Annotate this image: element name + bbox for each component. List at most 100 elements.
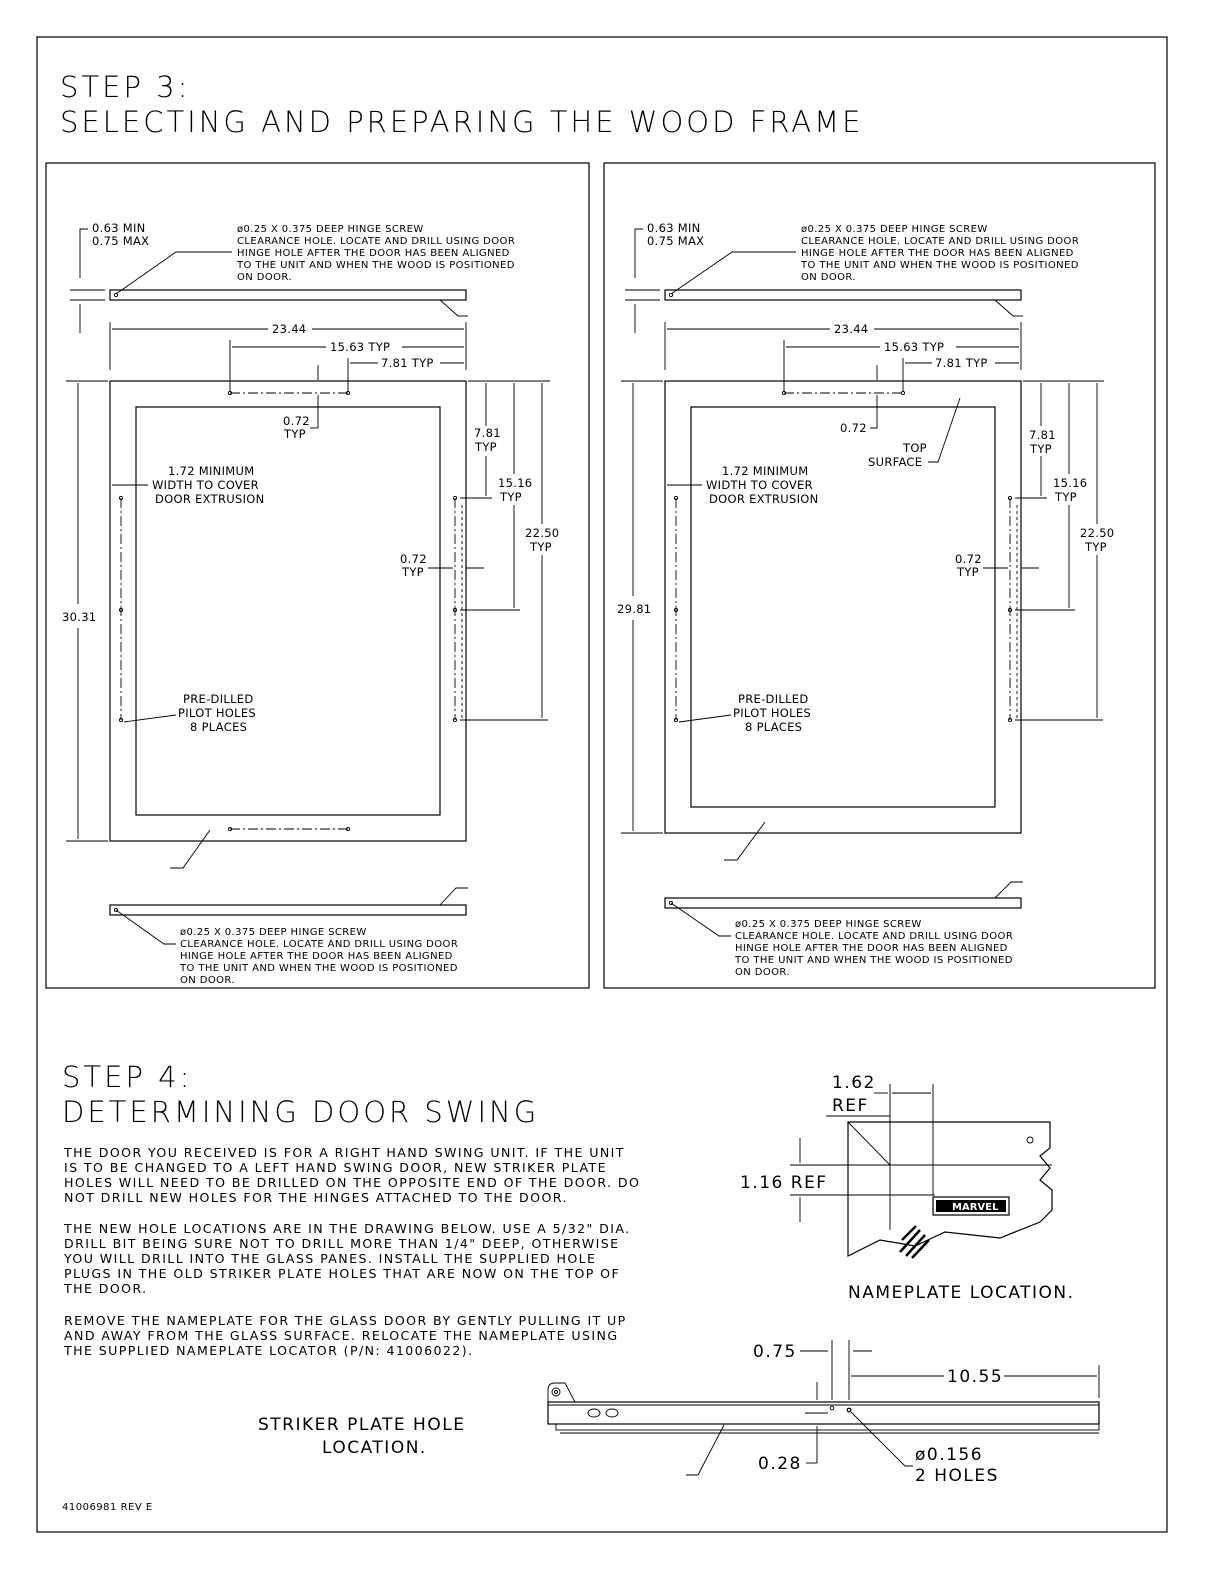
dim-2250: 22.50 <box>525 526 559 540</box>
width-dim: 23.44 <box>272 322 306 336</box>
min-width-note: 1.72 MINIMUM <box>168 464 254 478</box>
step3-title: SELECTING AND PREPARING THE WOOD FRAME <box>60 105 864 139</box>
hinge-note-bottom: ø0.25 X 0.375 DEEP HINGE SCREW CLEARANCE… <box>734 919 1013 978</box>
hole-span-dim: 15.63 TYP <box>330 340 390 354</box>
inset-side-dim: 0.72 <box>955 552 982 566</box>
dim-1516: 15.16 <box>498 476 532 490</box>
panel-border <box>603 162 1156 989</box>
svg-text:HINGE HOLE AFTER THE DOOR HAS: HINGE HOLE AFTER THE DOOR HAS BEEN ALIGN… <box>180 951 453 962</box>
step4-instructions: THE DOOR YOU RECEIVED IS FOR A RIGHT HAN… <box>63 1145 640 1358</box>
svg-text:TYP: TYP <box>1054 490 1077 504</box>
svg-text:HINGE HOLE AFTER THE DOOR HAS: HINGE HOLE AFTER THE DOOR HAS BEEN ALIGN… <box>801 248 1074 259</box>
svg-text:THE NEW HOLE LOCATIONS ARE IN: THE NEW HOLE LOCATIONS ARE IN THE DRAWIN… <box>63 1221 631 1236</box>
svg-text:TYP: TYP <box>401 565 424 579</box>
wood-frame-outer <box>109 380 467 842</box>
svg-text:THE DOOR YOU RECEIVED IS FOR A: THE DOOR YOU RECEIVED IS FOR A RIGHT HAN… <box>63 1145 625 1160</box>
wood-strip-bottom <box>109 904 467 916</box>
svg-text:REMOVE THE NAMEPLATE FOR THE G: REMOVE THE NAMEPLATE FOR THE GLASS DOOR … <box>64 1313 627 1328</box>
hole-offset-dim: 7.81 TYP <box>935 356 988 370</box>
svg-text:CLEARANCE HOLE. LOCATE AND DRI: CLEARANCE HOLE. LOCATE AND DRILL USING D… <box>237 236 515 247</box>
height-dim: 29.81 <box>617 602 651 616</box>
dim-781: 7.81 <box>474 426 501 440</box>
svg-text:HOLES WILL NEED TO BE DRILLED: HOLES WILL NEED TO BE DRILLED ON THE OPP… <box>64 1175 640 1190</box>
nameplate-caption: NAMEPLATE LOCATION. <box>848 1283 1075 1303</box>
svg-text:ø0.25 X 0.375 DEEP HINGE SCREW: ø0.25 X 0.375 DEEP HINGE SCREW <box>801 224 988 235</box>
height-dim: 30.31 <box>62 610 96 624</box>
svg-text:IS TO BE CHANGED TO A LEFT HAN: IS TO BE CHANGED TO A LEFT HAND SWING DO… <box>64 1160 607 1175</box>
svg-text:YOU WILL DRILL INTO THE GLASS: YOU WILL DRILL INTO THE GLASS PANES. INS… <box>63 1251 596 1266</box>
svg-text:CLEARANCE HOLE. LOCATE AND DRI: CLEARANCE HOLE. LOCATE AND DRILL USING D… <box>735 931 1013 942</box>
svg-text:HINGE HOLE AFTER THE DOOR HAS: HINGE HOLE AFTER THE DOOR HAS BEEN ALIGN… <box>237 248 510 259</box>
svg-text:LOCATION.: LOCATION. <box>322 1438 427 1458</box>
svg-text:8 PLACES: 8 PLACES <box>190 720 247 734</box>
svg-text:WIDTH TO COVER: WIDTH TO COVER <box>706 478 813 492</box>
min-width-note: 1.72 MINIMUM <box>722 464 808 478</box>
dim-028: 0.28 <box>758 1454 802 1474</box>
hinge-note-top: ø0.25 X 0.375 DEEP HINGE SCREW CLEARANCE… <box>800 224 1079 283</box>
svg-text:HINGE HOLE AFTER THE DOOR HAS: HINGE HOLE AFTER THE DOOR HAS BEEN ALIGN… <box>735 943 1008 954</box>
pilot-holes-note: PRE-DILLED <box>738 692 809 706</box>
frame-panel-right: 0.63 MIN 0.75 MAX ø0.25 X 0.375 DEEP HIN… <box>603 162 1156 989</box>
pilot-holes-note: PRE-DILLED <box>183 692 254 706</box>
svg-text:TYP: TYP <box>499 490 522 504</box>
wood-frame-inner <box>690 406 996 808</box>
svg-text:TO THE UNIT AND WHEN THE WOOD: TO THE UNIT AND WHEN THE WOOD IS POSITIO… <box>236 260 515 271</box>
svg-text:TYP: TYP <box>283 427 306 441</box>
min-label: 0.63 MIN <box>647 221 701 235</box>
svg-text:ON DOOR.: ON DOOR. <box>735 967 790 978</box>
wood-strip-top <box>664 289 1022 301</box>
svg-text:DOOR EXTRUSION: DOOR EXTRUSION <box>709 492 819 506</box>
svg-text:TYP: TYP <box>474 440 497 454</box>
inset-top-dim: 0.72 <box>283 414 310 428</box>
svg-text:AND AWAY FROM THE GLASS SURFAC: AND AWAY FROM THE GLASS SURFACE. RELOCAT… <box>64 1328 618 1343</box>
max-label: 0.75 MAX <box>92 234 149 248</box>
svg-text:PLUGS IN THE OLD STRIKER PLATE: PLUGS IN THE OLD STRIKER PLATE HOLES THA… <box>64 1266 620 1281</box>
step4-title: DETERMINING DOOR SWING <box>62 1095 539 1129</box>
dim-1516: 15.16 <box>1053 476 1087 490</box>
hinge-note-bottom: ø0.25 X 0.375 DEEP HINGE SCREW CLEARANCE… <box>179 927 458 986</box>
min-label: 0.63 MIN <box>92 221 146 235</box>
svg-text:SURFACE: SURFACE <box>868 455 922 469</box>
inset-top-dim: 0.72 <box>840 421 867 435</box>
wood-frame-outer <box>664 380 1022 834</box>
svg-text:DRILL BIT BEING SURE NOT TO DR: DRILL BIT BEING SURE NOT TO DRILL MORE T… <box>64 1236 619 1251</box>
nameplate-dim-x: 1.62 <box>832 1073 876 1093</box>
dim-781: 7.81 <box>1029 428 1056 442</box>
svg-text:DOOR EXTRUSION: DOOR EXTRUSION <box>155 492 265 506</box>
inset-side-dim: 0.72 <box>400 552 427 566</box>
hole-offset-dim: 7.81 TYP <box>381 356 434 370</box>
hole-count: 2 HOLES <box>915 1466 999 1486</box>
max-label: 0.75 MAX <box>647 234 704 248</box>
hinge-note-top: ø0.25 X 0.375 DEEP HINGE SCREW CLEARANCE… <box>236 224 515 283</box>
svg-text:ø0.25 X 0.375 DEEP HINGE SCREW: ø0.25 X 0.375 DEEP HINGE SCREW <box>735 919 922 930</box>
svg-text:CLEARANCE HOLE. LOCATE AND DRI: CLEARANCE HOLE. LOCATE AND DRILL USING D… <box>801 236 1079 247</box>
dim-1055: 10.55 <box>947 1367 1003 1387</box>
wood-frame-inner <box>135 406 441 816</box>
svg-text:TYP: TYP <box>1029 442 1052 456</box>
svg-text:CLEARANCE HOLE. LOCATE AND DRI: CLEARANCE HOLE. LOCATE AND DRILL USING D… <box>180 939 458 950</box>
hole-span-dim: 15.63 TYP <box>884 340 944 354</box>
nameplate-detail: 1.62 REF 1.16 REF MARVEL NAMEPLATE LOCAT… <box>740 1073 1075 1303</box>
striker-caption: STRIKER PLATE HOLE <box>258 1415 465 1435</box>
sheet-border <box>36 36 1168 1533</box>
striker-plate-detail: STRIKER PLATE HOLE LOCATION. 0.75 10.55 … <box>258 1340 1100 1486</box>
svg-text:TYP: TYP <box>529 540 552 554</box>
panel-border <box>45 162 590 989</box>
svg-text:TYP: TYP <box>956 565 979 579</box>
svg-text:ON DOOR.: ON DOOR. <box>180 975 235 986</box>
step3-label: STEP 3: <box>60 70 190 104</box>
dim-2250: 22.50 <box>1080 526 1114 540</box>
svg-text:TO THE UNIT AND WHEN THE WOOD: TO THE UNIT AND WHEN THE WOOD IS POSITIO… <box>734 955 1013 966</box>
wood-strip-top <box>109 289 467 301</box>
step4-label: STEP 4: <box>62 1060 192 1094</box>
svg-text:TO THE UNIT AND WHEN THE WOOD: TO THE UNIT AND WHEN THE WOOD IS POSITIO… <box>179 963 458 974</box>
frame-panel-left: 0.63 MIN 0.75 MAX ø0.25 X 0.375 DEEP HIN… <box>45 162 590 989</box>
svg-text:THE DOOR.: THE DOOR. <box>63 1281 148 1296</box>
nameplate-brand: MARVEL <box>952 1202 999 1213</box>
top-surface-note: TOP <box>902 441 927 455</box>
svg-text:ø0.25 X 0.375 DEEP HINGE SCREW: ø0.25 X 0.375 DEEP HINGE SCREW <box>237 224 424 235</box>
svg-text:PILOT HOLES: PILOT HOLES <box>178 706 256 720</box>
document-number: 41006981 REV E <box>62 1502 153 1513</box>
svg-text:ON DOOR.: ON DOOR. <box>237 272 292 283</box>
